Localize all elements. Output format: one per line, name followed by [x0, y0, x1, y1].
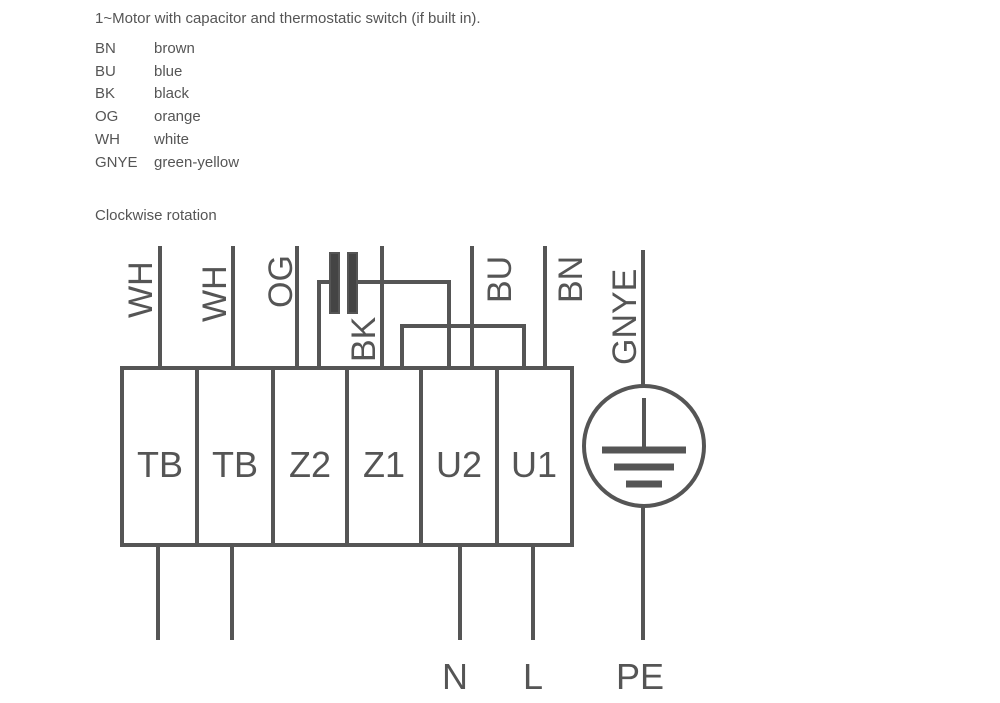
terminal-z2: Z2	[289, 444, 331, 485]
label-gnye: GNYE	[606, 269, 644, 365]
legend-row: BU blue	[95, 61, 239, 84]
label-bk: BK	[345, 316, 383, 362]
legend-row: BK black	[95, 83, 239, 106]
wire-capacitor-right	[353, 280, 451, 366]
legend-color: black	[154, 85, 190, 103]
wire-bridge	[400, 324, 526, 366]
ground-icon	[582, 384, 706, 508]
label-bu: BU	[481, 256, 519, 303]
capacitor-icon	[329, 252, 358, 314]
label-wh2: WH	[196, 265, 234, 322]
legend-code: WH	[95, 130, 120, 148]
supply-l: L	[523, 656, 543, 697]
supply-pe: PE	[616, 656, 664, 697]
legend-color: brown	[154, 40, 195, 57]
terminal-tb1: TB	[137, 444, 183, 485]
legend-code: BU	[95, 62, 116, 80]
legend-code: GNYE	[95, 153, 138, 171]
label-wh1: WH	[122, 261, 160, 318]
legend-row: BN brown	[95, 38, 239, 61]
wire-capacitor-left	[317, 280, 333, 366]
legend-code: OG	[95, 108, 119, 126]
diagram-title: 1~Motor with capacitor and thermostatic …	[95, 10, 481, 27]
terminal-u2: U2	[436, 444, 482, 485]
legend-color: blue	[154, 62, 183, 80]
legend-row: WH white	[95, 129, 239, 152]
legend-color: white	[154, 130, 190, 148]
legend-code: BK	[95, 85, 116, 103]
rotation-label: Clockwise rotation	[95, 207, 217, 224]
terminal-u1: U1	[511, 444, 557, 485]
terminal-z1: Z1	[363, 444, 405, 485]
supply-n: N	[442, 656, 468, 697]
label-og: OG	[262, 255, 300, 308]
legend-color: green-yellow	[154, 153, 240, 171]
legend-color: orange	[154, 108, 201, 126]
terminal-tb2: TB	[212, 444, 258, 485]
legend-row: GNYE green-yellow	[95, 152, 239, 175]
legend-row: OG orange	[95, 106, 239, 129]
label-bn: BN	[552, 256, 590, 303]
legend-code: BN	[95, 40, 116, 57]
